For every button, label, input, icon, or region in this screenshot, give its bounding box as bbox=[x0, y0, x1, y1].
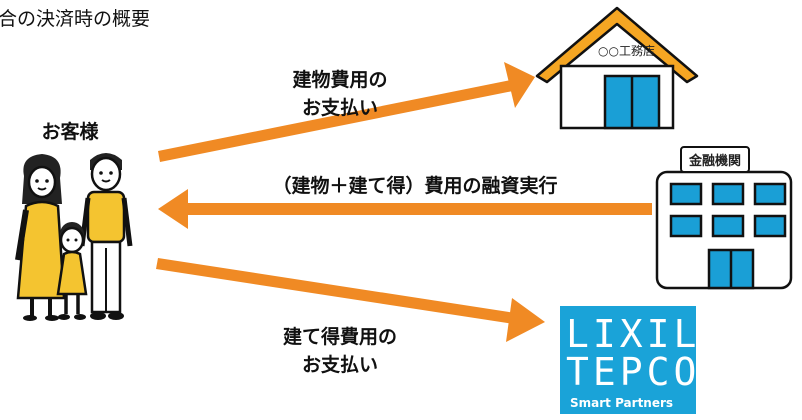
father-figure bbox=[79, 153, 133, 320]
bank-name-tag: 金融機関 bbox=[680, 146, 751, 173]
arrow-building-payment bbox=[158, 62, 535, 162]
building-payment-line1: 建物費用の bbox=[292, 69, 388, 91]
loan-label: （建物＋建て得）費用の融資実行 bbox=[272, 175, 558, 197]
logo-line-lixil: LIXIL bbox=[566, 312, 701, 356]
bank-building-icon bbox=[655, 170, 793, 290]
child-figure bbox=[56, 222, 88, 320]
builder-name: ○○工務店 bbox=[598, 44, 655, 58]
diagram-title: 合の決済時の概要 bbox=[0, 8, 151, 30]
arrow-tatetoku-payment bbox=[156, 258, 545, 342]
tatetoku-payment-line1: 建て得費用の bbox=[282, 326, 397, 348]
logo-line-smart-partners: Smart Partners bbox=[570, 396, 674, 410]
mother-figure bbox=[15, 154, 66, 321]
arrow-loan bbox=[158, 189, 652, 229]
building-payment-label: 建物費用の お支払い bbox=[250, 66, 430, 122]
tatetoku-payment-line2: お支払い bbox=[301, 354, 378, 376]
house-icon bbox=[535, 6, 699, 130]
customer-label: お客様 bbox=[41, 121, 99, 143]
building-payment-line2: お支払い bbox=[301, 97, 378, 119]
tatetoku-payment-label: 建て得費用の お支払い bbox=[250, 323, 430, 379]
family-illustration bbox=[15, 153, 133, 321]
lixil-tepco-logo: LIXIL TEPCO Smart Partners bbox=[560, 306, 696, 414]
logo-line-tepco: TEPCO bbox=[566, 350, 701, 394]
